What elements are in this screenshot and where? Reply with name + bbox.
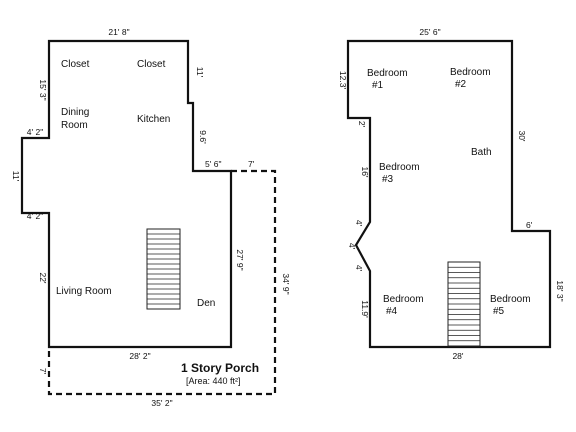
room-label-bedroom-1-number: #1 (372, 80, 384, 91)
dim-angle-1: 4' (354, 220, 364, 227)
second-floor-plan: Bedroom #1 Bedroom #2 Bedroom #3 Bath Be… (338, 27, 565, 361)
dim-den-side: 27' 9" (235, 249, 245, 270)
dim-bottom-2: 28' (452, 351, 463, 361)
room-label-bedroom-5-number: #5 (493, 306, 505, 317)
dim-left-mid-2: 16' (360, 166, 370, 177)
first-floor-plan: Closet Closet Dining Room Kitchen Living… (11, 27, 291, 408)
room-label-closet-left: Closet (61, 59, 90, 70)
dim-angle-2: 4' (347, 243, 357, 250)
room-label-dining: Dining (61, 107, 89, 118)
stairs-first-floor (146, 228, 181, 310)
dim-step: 5' 6" (205, 159, 221, 169)
dim-bottom: 28' 2" (129, 351, 150, 361)
dim-bump-side: 11' (11, 171, 21, 182)
room-label-bedroom-2: Bedroom (450, 67, 491, 78)
dim-angle-3: 4' (354, 265, 364, 272)
porch-area: [Area: 440 ft²] (186, 376, 241, 386)
dim-top: 21' 8" (108, 27, 129, 37)
dim-right-upper: 11' (195, 67, 205, 78)
dim-left-upper: 15' 3" (38, 79, 48, 100)
dim-top-2: 25' 6" (419, 27, 440, 37)
room-label-bedroom-4-number: #4 (386, 306, 398, 317)
dim-right-mid: 9.6' (198, 130, 208, 144)
dim-right-lower-2: 18' 3" (555, 280, 565, 301)
first-floor-walls (20, 39, 233, 349)
porch-title: 1 Story Porch (181, 361, 259, 375)
room-label-bedroom-3: Bedroom (379, 162, 420, 173)
room-label-bedroom-4: Bedroom (383, 294, 424, 305)
dim-bump-top: 4' 2" (27, 127, 43, 137)
room-label-closet-right: Closet (137, 59, 166, 70)
dim-porch-side: 34' 9" (281, 273, 291, 294)
dim-left-lower: 22' (38, 272, 48, 283)
dim-step-2: 6' (526, 220, 533, 230)
room-label-bedroom-5: Bedroom (490, 294, 531, 305)
room-label-dining-2: Room (61, 120, 88, 131)
dim-porch-bottom: 35' 2" (151, 398, 172, 408)
dim-bump-bottom: 4' 2" (27, 211, 43, 221)
room-label-bedroom-2-number: #2 (455, 79, 467, 90)
dim-porch-step: 7' (248, 159, 255, 169)
dim-left-lower-2: 11.9' (360, 300, 370, 318)
room-label-den: Den (197, 298, 215, 309)
dim-porch-left: 7' (38, 368, 48, 375)
room-label-bath: Bath (471, 147, 492, 158)
room-label-bedroom-3-number: #3 (382, 174, 394, 185)
room-label-kitchen: Kitchen (137, 114, 170, 125)
dim-left-top-2: 12.3' (338, 71, 348, 90)
dim-notch-2: 2' (357, 121, 367, 128)
dim-right-upper-2: 30' (517, 130, 527, 141)
stairs-second-floor (447, 261, 481, 347)
room-label-living-room: Living Room (56, 286, 112, 297)
second-floor-walls (346, 39, 552, 349)
room-label-bedroom-1: Bedroom (367, 68, 408, 79)
